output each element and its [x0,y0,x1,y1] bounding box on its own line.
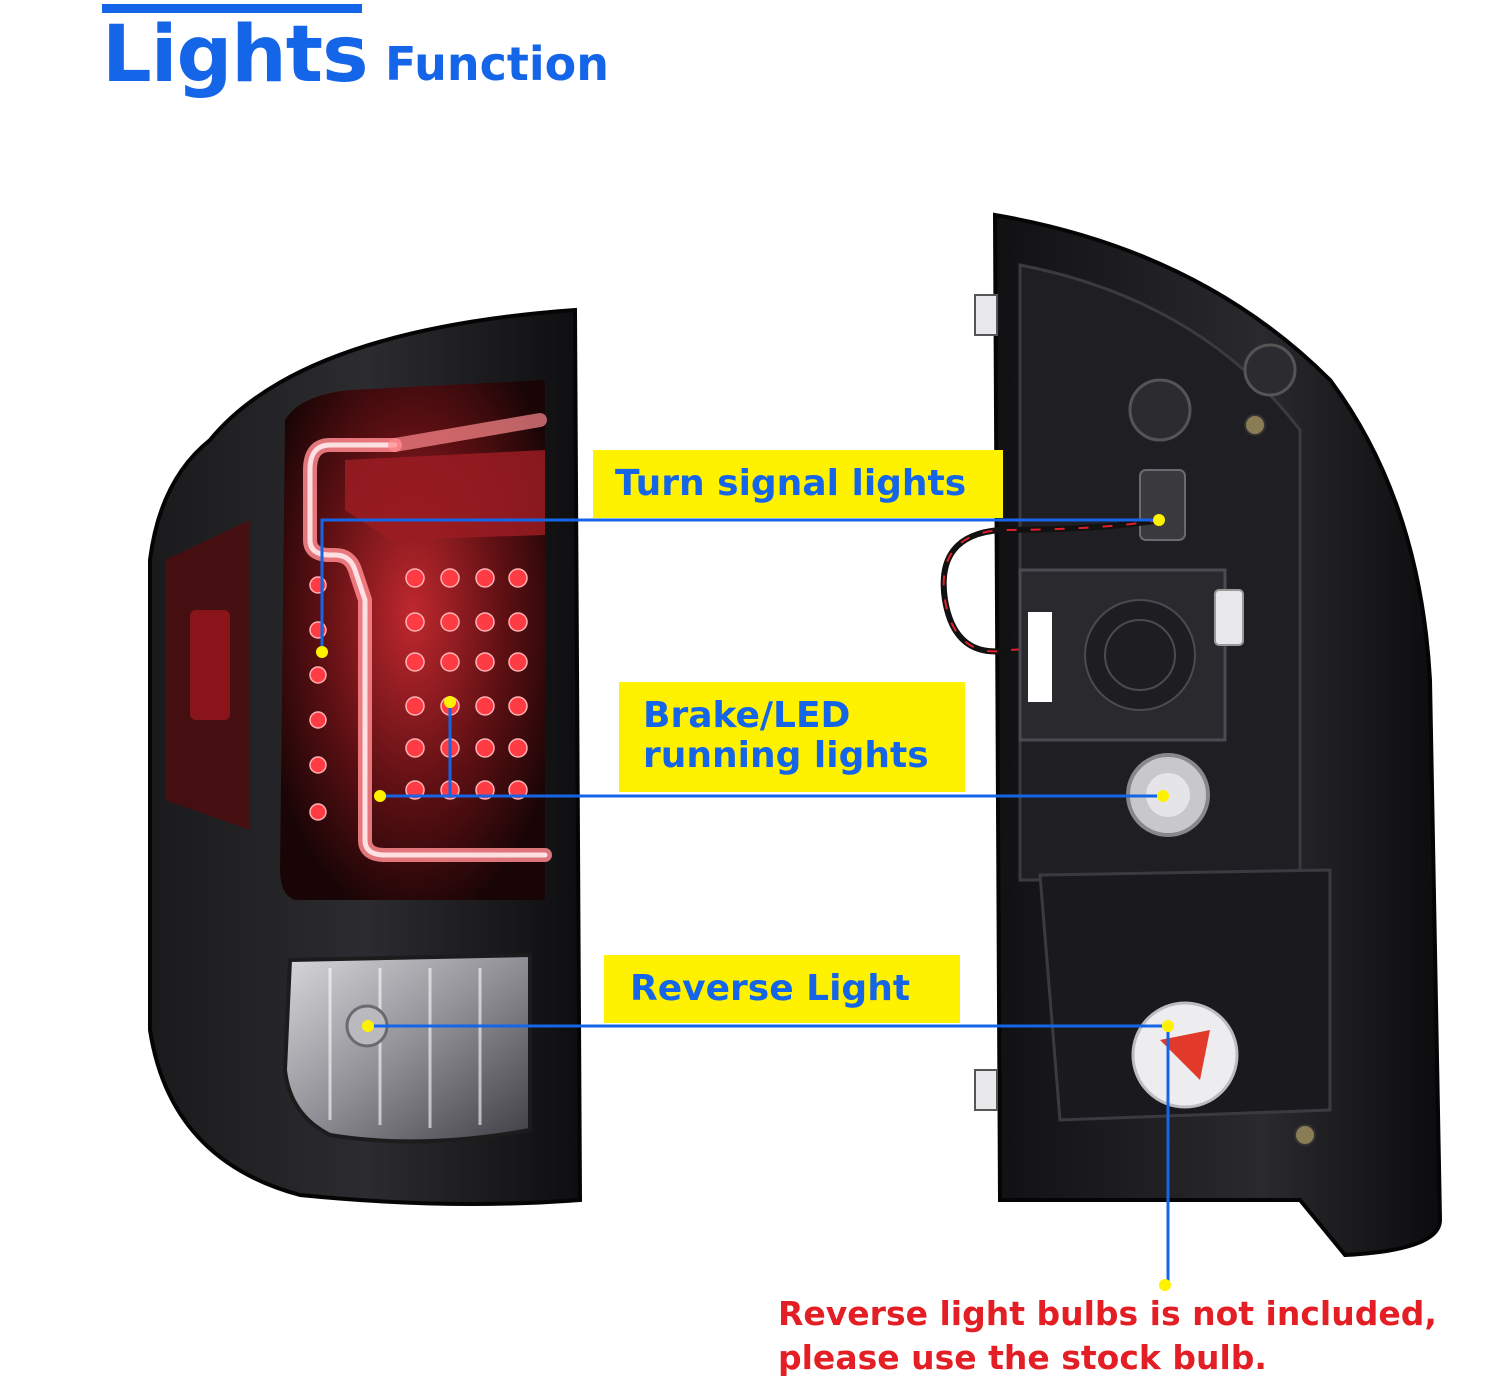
brake-front-dot-upper [444,696,456,708]
reverse-light-label: Reverse Light [604,955,960,1023]
turn-signal-front-dot [316,646,328,658]
turn-signal-label: Turn signal lights [593,450,1003,518]
led-grid [309,568,528,821]
page-subtitle: Function [385,37,610,91]
brake-back-dot [1157,790,1169,802]
page-title: Lights [102,10,369,100]
brake-running-label: Brake/LED running lights [619,682,965,792]
note-line2: please use the stock bulb. [778,1338,1267,1377]
brake-label-line2: running lights [643,735,929,776]
bulb-not-included-note: Reverse light bulbs is not included, ple… [778,1292,1478,1380]
brake-label-line1: Brake/LED [643,695,851,736]
callout-dots [316,514,1174,1291]
reverse-front-dot [362,1020,374,1032]
header-accent-bar [102,4,362,13]
note-dot [1159,1279,1171,1291]
reverse-back-dot [1162,1020,1174,1032]
note-line1: Reverse light bulbs is not included, [778,1294,1437,1333]
callout-lines [320,518,1170,1285]
tail-light-front [148,307,583,1206]
tail-light-back [940,212,1443,1258]
turn-signal-back-dot [1153,514,1165,526]
brake-front-dot-lower [374,790,386,802]
